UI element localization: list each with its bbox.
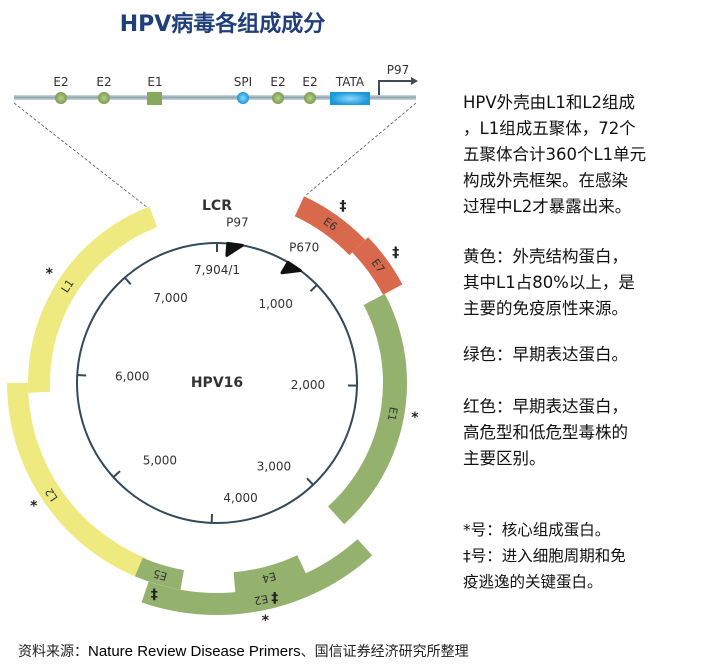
- promoter-arrow-icon: [378, 80, 412, 95]
- gene-arc-e2: [141, 539, 373, 615]
- e2-site-icon: [304, 92, 316, 104]
- tick-label: 6,000: [115, 370, 149, 384]
- strip-label: E2: [53, 75, 68, 89]
- strip-label: E2: [270, 75, 285, 89]
- e2-site-icon: [55, 92, 67, 104]
- gene-marker: ‡: [340, 198, 347, 214]
- e2-site-icon: [98, 92, 110, 104]
- tick-label: 1,000: [258, 297, 292, 311]
- note-red: 红色：早期表达蛋白， 高危型和低危型毒株的 主要区别。: [463, 397, 628, 468]
- spi-site-icon: [237, 92, 249, 104]
- gene-marker: *: [262, 613, 270, 629]
- gene-label: E4: [261, 569, 278, 585]
- gene-arc-l2: [7, 383, 147, 578]
- promoter-label: P97: [226, 215, 249, 229]
- tick-label: 4,000: [223, 491, 257, 505]
- footer-prefix: 资料来源：: [18, 644, 88, 660]
- strip-label: E2: [302, 75, 317, 89]
- strip-label: E2: [96, 75, 111, 89]
- tick-label: 7,904/1: [194, 263, 240, 277]
- strip-label: E1: [147, 75, 162, 89]
- lcr-strip-line: [14, 95, 416, 100]
- page-title: HPV病毒各组成成分: [119, 12, 326, 37]
- note-capsid: HPV外壳由L1和L2组成 ，L1组成五聚体，72个 五聚体合计360个L1单元…: [463, 93, 647, 216]
- gene-arc-l1: [28, 206, 158, 393]
- gene-label: L1: [59, 277, 77, 295]
- tick-label: 3,000: [257, 460, 291, 474]
- tata-box-icon: [330, 92, 370, 105]
- tick-label: 7,000: [153, 291, 187, 305]
- note-yellow: 黄色：外壳结构蛋白， 其中L1占80%以上，是 主要的免疫原性来源。: [463, 247, 635, 318]
- gene-marker: ‡: [392, 245, 399, 261]
- tick-mark: [306, 477, 314, 486]
- e1-site-icon: [147, 92, 162, 105]
- note-markers: *号：核心组成蛋白。 ‡号：进入细胞周期和免 疫逃逸的关键蛋白。: [463, 521, 626, 591]
- zoom-guide-left: [13, 102, 149, 209]
- lcr-label: LCR: [202, 198, 232, 214]
- footer-source: Nature Review Disease Primers: [88, 643, 301, 660]
- promoter-arrowhead-icon: [280, 260, 302, 275]
- gene-label: L2: [43, 485, 61, 503]
- gene-marker: ‡: [271, 590, 278, 606]
- gene-arc-e7: [352, 237, 403, 295]
- tick-label: 2,000: [291, 378, 325, 392]
- tick-mark: [112, 470, 121, 478]
- gene-label: E2: [253, 592, 269, 608]
- promoter-arrowhead-icon: [225, 241, 244, 257]
- tick-mark: [77, 373, 87, 377]
- gene-marker: *: [46, 266, 54, 282]
- gene-arc-e1: [328, 293, 407, 525]
- source-footer: 资料来源：Nature Review Disease Primers、国信证券经…: [18, 641, 469, 661]
- zoom-guide-right: [304, 102, 417, 197]
- strip-label: SPI: [234, 75, 252, 89]
- tick-mark: [124, 276, 132, 286]
- tick-mark: [309, 284, 318, 292]
- gene-label: E1: [385, 406, 400, 422]
- gene-arc-e4: [233, 555, 307, 595]
- strip-promoter-label: P97: [387, 63, 410, 77]
- gene-arc-e6: [294, 196, 366, 256]
- gene-marker: *: [30, 499, 38, 515]
- gene-label: E5: [152, 567, 169, 583]
- footer-suffix: 、国信证券经济研究所整理: [300, 644, 469, 660]
- gene-marker: *: [411, 410, 419, 426]
- note-green: 绿色：早期表达蛋白。: [463, 345, 628, 364]
- e2-site-icon: [272, 92, 284, 104]
- promoter-arrowhead-icon: [411, 77, 418, 85]
- promoter-label: P670: [289, 240, 319, 254]
- gene-marker: ‡: [151, 587, 158, 603]
- tick-label: 5,000: [143, 453, 177, 467]
- gene-arc-e5: [134, 557, 184, 590]
- genome-name: HPV16: [191, 375, 243, 391]
- strip-label: TATA: [335, 75, 365, 89]
